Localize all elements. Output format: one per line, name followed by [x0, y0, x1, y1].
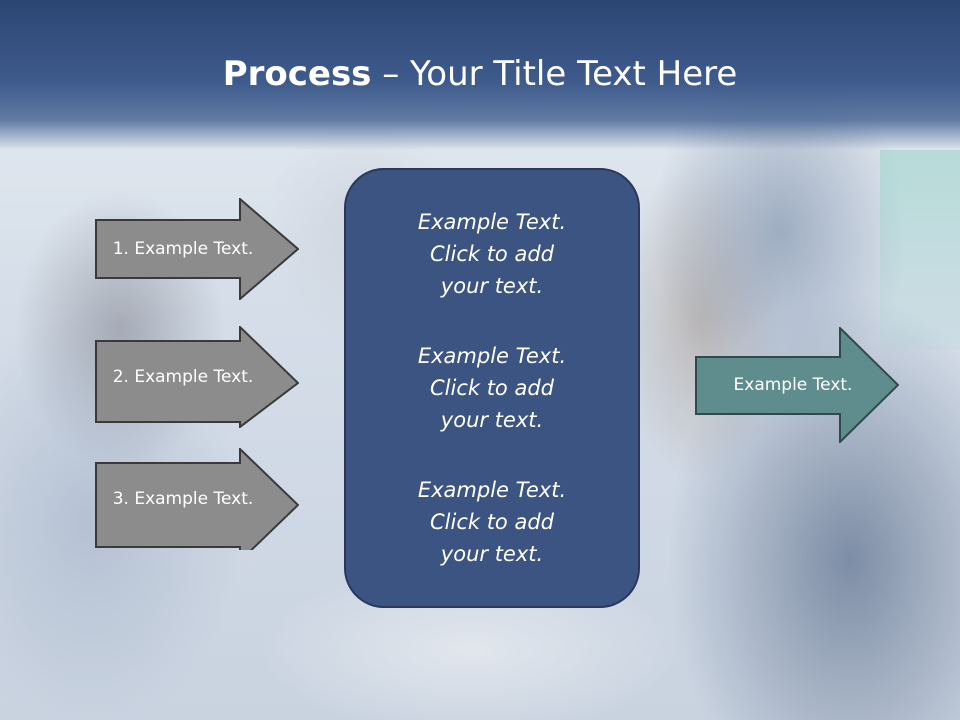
center-text-block: Example Text. Click to add your text. — [417, 344, 567, 432]
slide-title[interactable]: Process – Your Title Text Here — [0, 52, 960, 96]
result-arrow-label: Example Text. — [733, 375, 853, 395]
arrow-shape-icon — [95, 198, 299, 300]
result-arrow[interactable]: Example Text. — [695, 327, 899, 443]
arrow-shape-icon — [95, 326, 299, 428]
process-arrow-2[interactable]: 2. Example Text. — [95, 326, 299, 428]
arrow-shape-icon — [695, 327, 899, 443]
title-bold: Process — [222, 54, 372, 94]
background-window — [880, 150, 960, 350]
title-rest: – Your Title Text Here — [371, 54, 738, 94]
process-arrow-label: 1. Example Text. — [112, 239, 254, 259]
center-text-block: Example Text. Click to add your text. — [417, 478, 567, 566]
arrow-shape-icon — [95, 448, 299, 550]
center-text-block: Example Text. Click to add your text. — [417, 210, 567, 298]
title-band — [0, 0, 960, 150]
process-arrow-1[interactable]: 1. Example Text. — [95, 198, 299, 300]
process-arrow-label: 3. Example Text. — [112, 489, 254, 509]
center-text-box[interactable]: Example Text. Click to add your text. Ex… — [344, 168, 640, 608]
process-arrow-3[interactable]: 3. Example Text. — [95, 448, 299, 550]
process-arrow-label: 2. Example Text. — [112, 367, 254, 387]
